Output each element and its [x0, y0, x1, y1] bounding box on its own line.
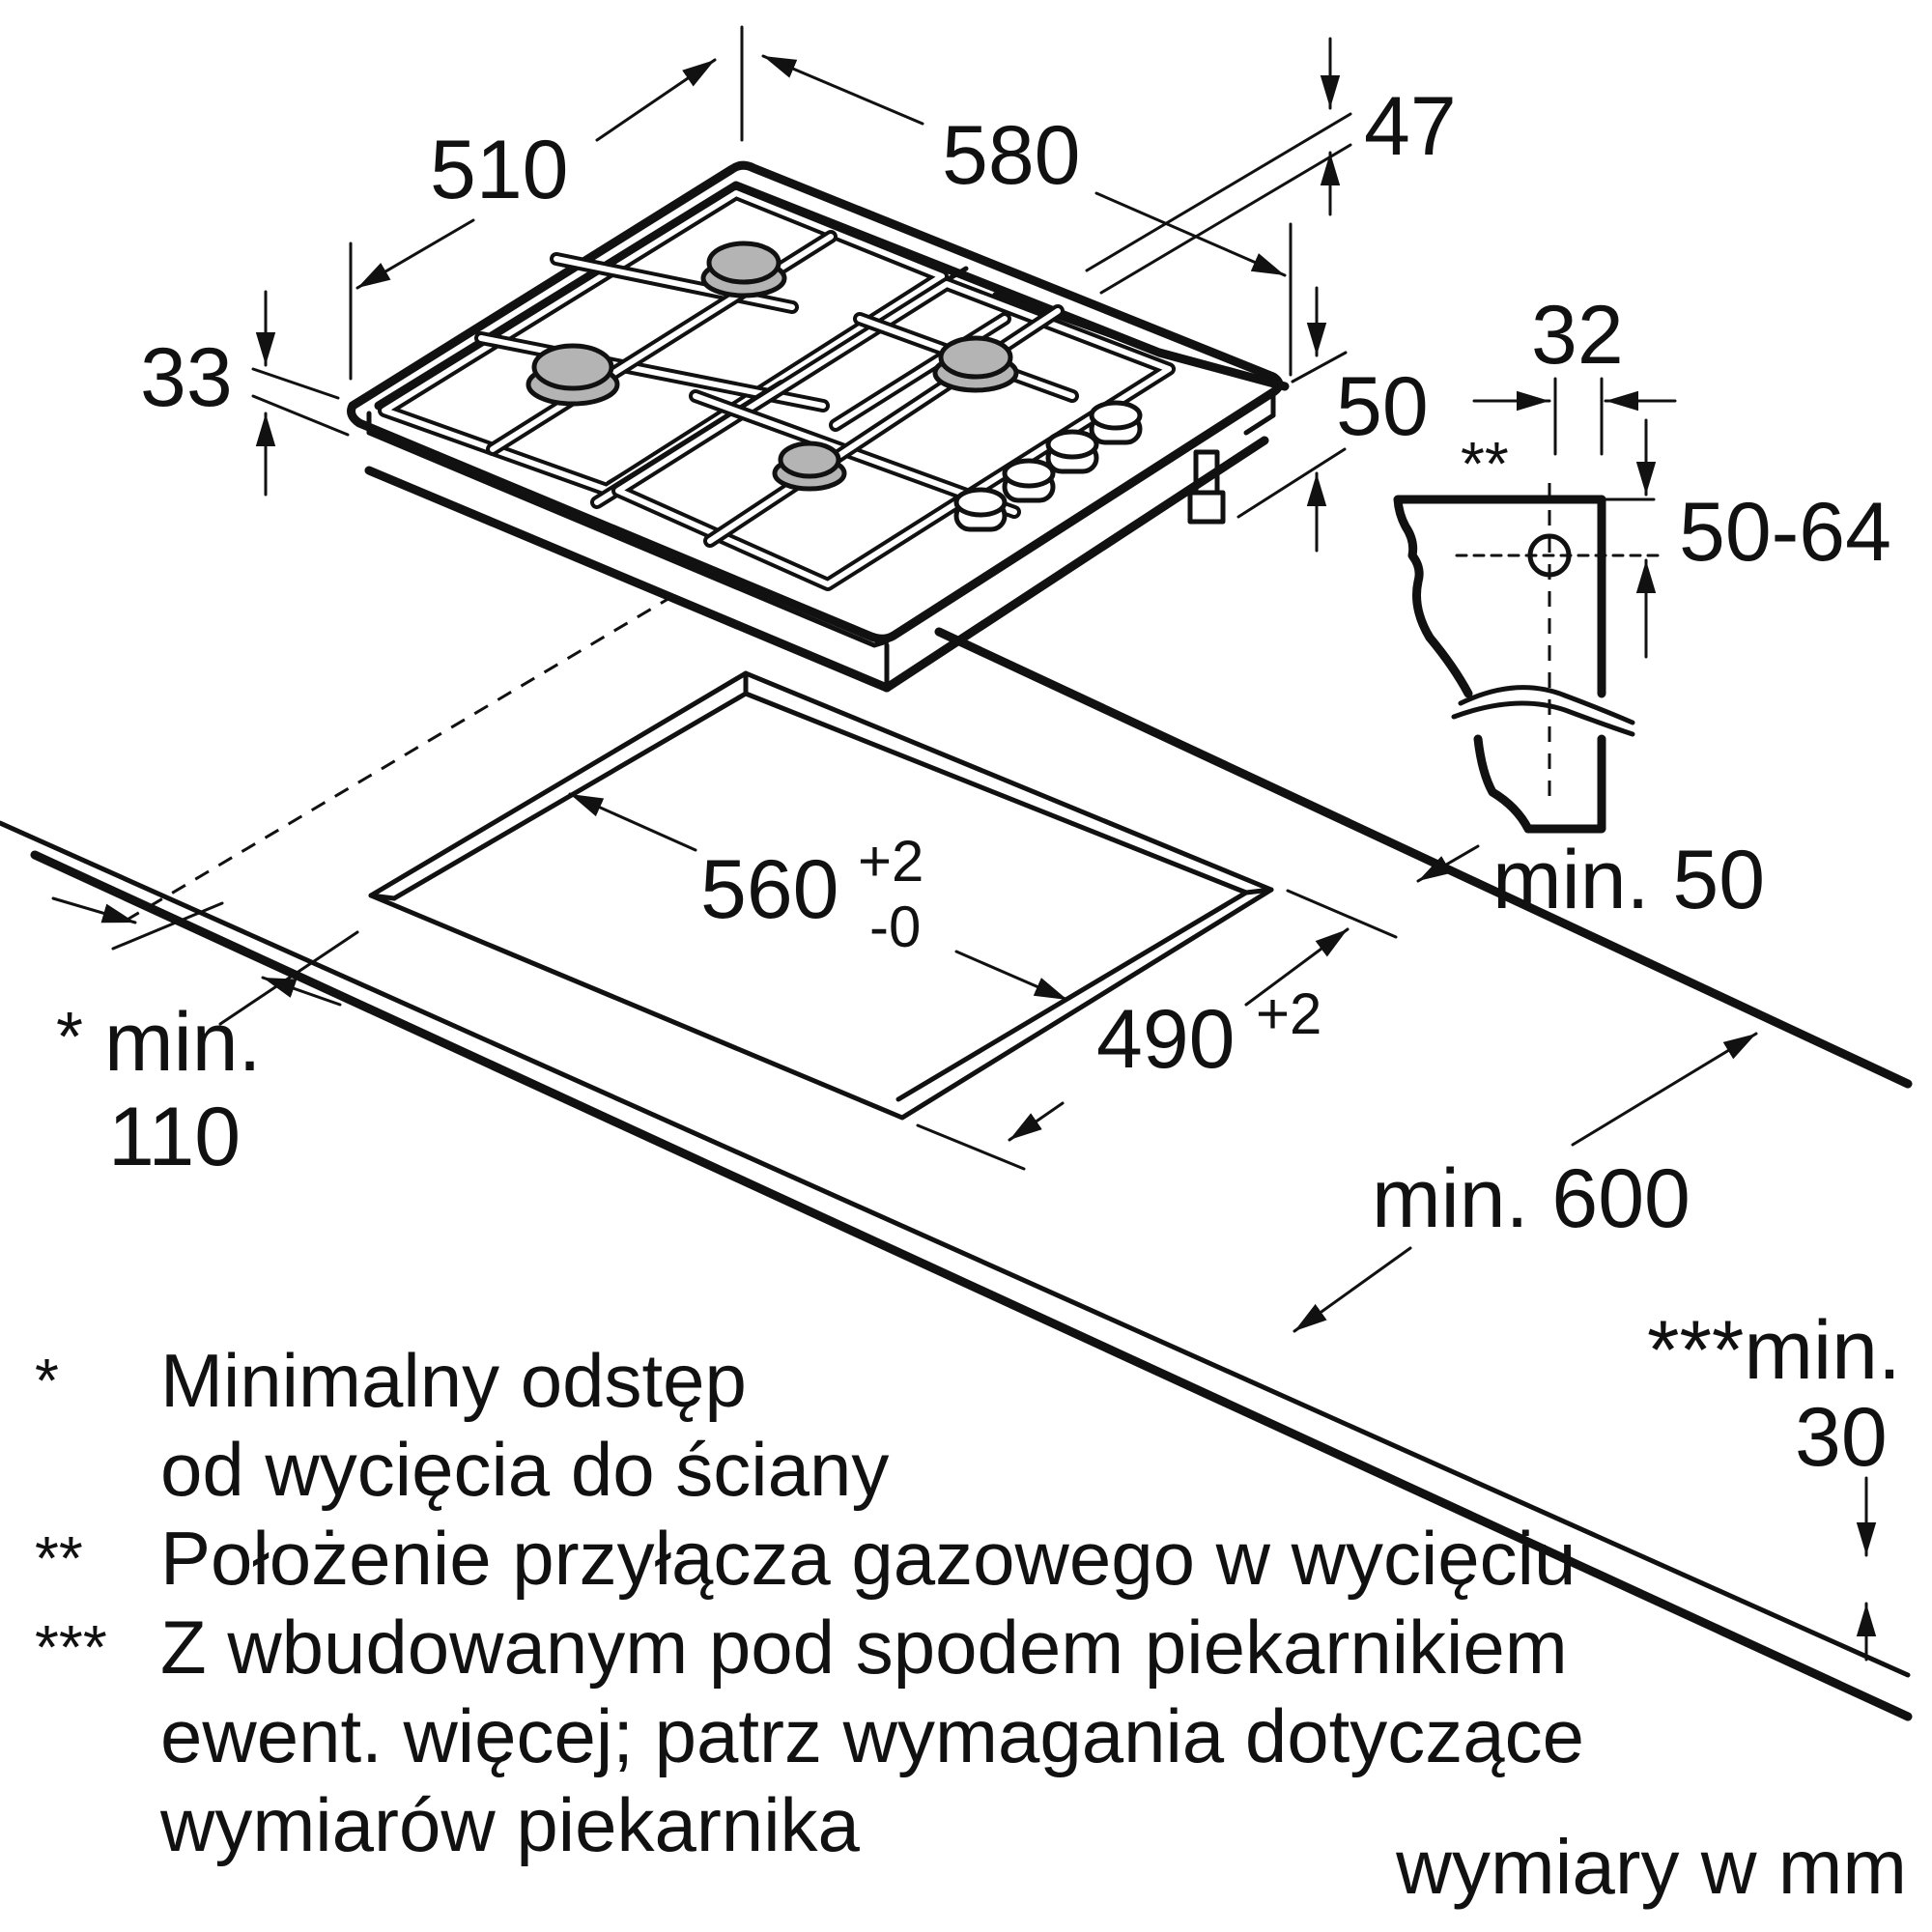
burner-back-right	[932, 335, 1019, 393]
dim-min-30-line1: ***min.	[1647, 1304, 1901, 1397]
dim-min-110-line2: 110	[108, 1091, 241, 1183]
legend-item-1: * Minimalny odstęp od wycięcia do ściany	[35, 1336, 1870, 1512]
dim-min-50: min. 50	[1492, 834, 1765, 926]
legend-item-3: *** Z wbudowanym pod spodem piekarnikiem…	[35, 1603, 1870, 1867]
dim-min-110-line1: min.	[104, 996, 261, 1089]
burner-front-right	[772, 440, 847, 492]
dim-33: 33	[140, 331, 233, 424]
gas-connection-section	[1393, 377, 1677, 834]
dim-min-30-line2: 30	[1795, 1391, 1888, 1484]
dim-min-110-marker: *	[56, 999, 83, 1076]
burner-back-left	[700, 241, 787, 298]
legend-2-line-1: Położenie przyłącza gazowego w wycięciu	[160, 1516, 1577, 1601]
dim-560-tol-plus: +2	[858, 829, 923, 894]
dim-50-64: 50-64	[1679, 486, 1891, 579]
legend-item-2: ** Położenie przyłącza gazowego w wycięc…	[35, 1514, 1870, 1603]
dim-560-tol-minus: -0	[869, 895, 921, 959]
dimension-labels: 510 580 47 33 50 32 ** 50-64 560 +2 -0 4…	[56, 80, 1901, 1484]
dim-510: 510	[430, 124, 569, 216]
dim-min-600: min. 600	[1372, 1152, 1690, 1245]
dimension-lines-hob	[251, 25, 1352, 553]
dim-490-tol-plus: +2	[1256, 981, 1321, 1046]
legend-3-line-3: wymiarów piekarnika	[160, 1782, 860, 1867]
gas-hob	[347, 160, 1290, 693]
burner-front-left	[526, 343, 620, 407]
legend-1-line-2: od wycięcia do ściany	[160, 1427, 890, 1512]
units-note: wymiary w mm	[1396, 1824, 1907, 1910]
dim-32: 32	[1531, 289, 1624, 382]
gas-offset-marker: **	[1461, 429, 1509, 498]
dim-47: 47	[1364, 80, 1457, 173]
legend-3-line-1: Z wbudowanym pod spodem piekarnikiem	[160, 1605, 1568, 1690]
dimension-lines-cutout	[51, 792, 1877, 1662]
control-knobs	[953, 400, 1143, 532]
legend-3-line-2: ewent. więcej; patrz wymagania dotyczące	[160, 1693, 1585, 1778]
dim-560: 560	[700, 843, 839, 936]
legend: * Minimalny odstęp od wycięcia do ściany…	[35, 1336, 1870, 1867]
dim-50: 50	[1336, 360, 1429, 453]
dim-490: 490	[1096, 993, 1236, 1086]
gas-connector	[1187, 449, 1226, 525]
legend-mark-1: *	[35, 1346, 59, 1415]
legend-mark-3: ***	[35, 1612, 107, 1682]
legend-mark-2: **	[35, 1523, 83, 1593]
dim-580: 580	[942, 109, 1081, 202]
legend-1-line-1: Minimalny odstęp	[160, 1338, 747, 1423]
